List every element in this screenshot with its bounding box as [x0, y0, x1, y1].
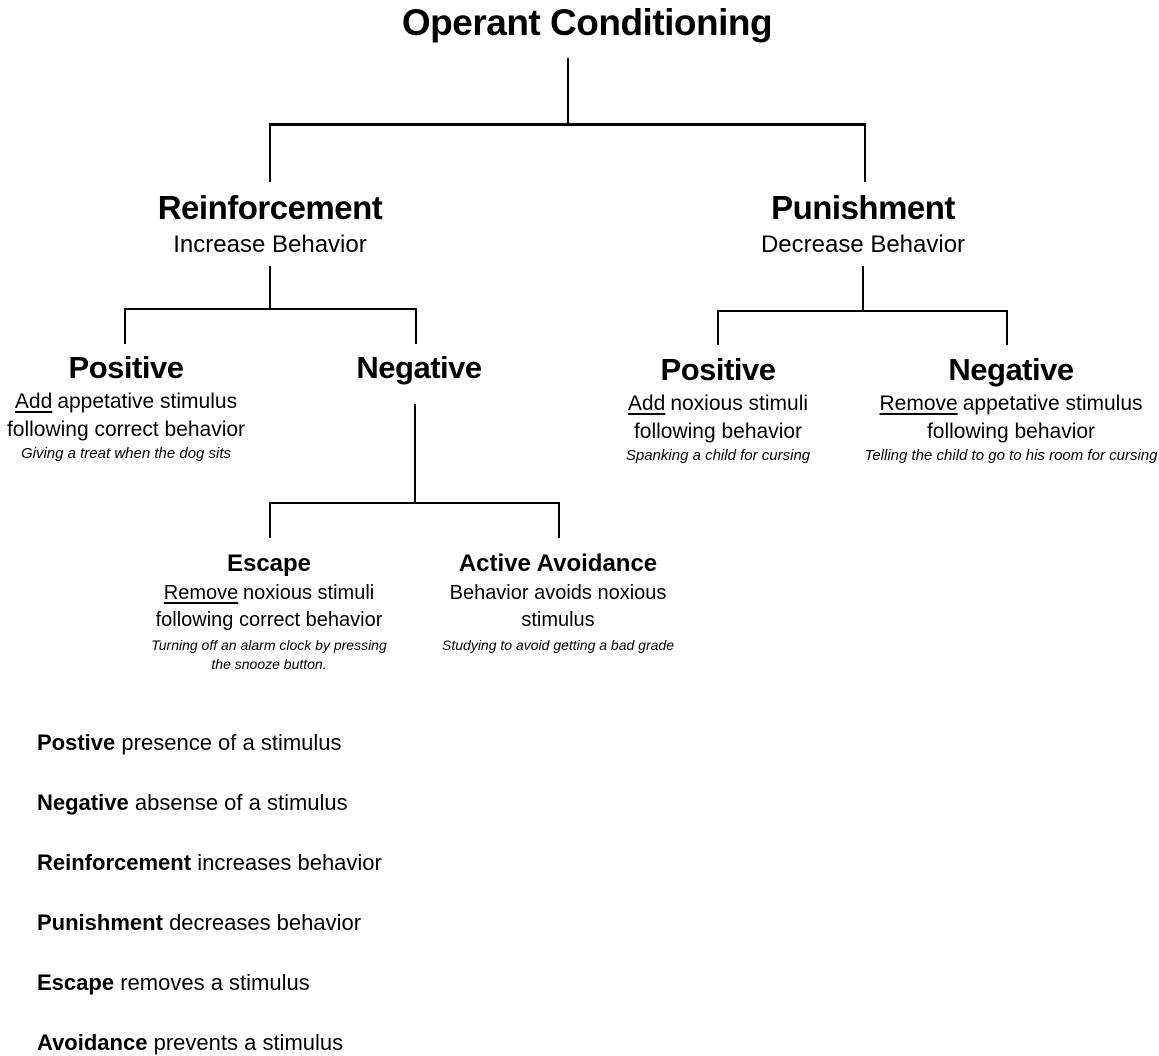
underlined-keyword: Add [627, 392, 666, 415]
active-avoidance-label: Active Avoidance [458, 550, 658, 577]
glossary-term: Reinforcement [37, 850, 192, 875]
glossary-term: Negative [37, 790, 129, 815]
glossary-term: Postive [37, 730, 116, 755]
active-avoidance-description-line2: stimulus [521, 609, 595, 631]
connector-negative-stem [414, 404, 416, 502]
connector-level1-drop-right [864, 123, 866, 182]
node-punishment: Punishment Decrease Behavior [761, 188, 965, 261]
reinforcement-subtitle: Increase Behavior [173, 231, 367, 258]
description-rest: appetative stimulus [57, 390, 238, 413]
connector-punishment-drop-left [717, 310, 719, 345]
active-avoidance-example: Studying to avoid getting a bad grade [442, 637, 674, 653]
diagram-title: Operant Conditioning [401, 2, 773, 43]
node-reinforcement-negative: Negative [356, 348, 482, 388]
negative-label: Negative [356, 350, 482, 385]
connector-level3-horizontal [269, 502, 560, 504]
connector-level3-drop-right [558, 502, 560, 538]
glossary-term: Punishment [37, 910, 163, 935]
glossary-definition: decreases behavior [169, 910, 362, 935]
escape-example-line1: Turning off an alarm clock by pressing [151, 637, 387, 653]
glossary-definition: prevents a stimulus [153, 1030, 344, 1055]
connector-root-stem [567, 58, 569, 124]
underlined-keyword: Remove [879, 392, 958, 415]
connector-reinforcement-drop-right [415, 308, 417, 344]
underlined-keyword: Remove [163, 582, 239, 604]
punishment-subtitle: Decrease Behavior [760, 231, 966, 258]
connector-level3-drop-left [269, 502, 271, 538]
escape-label: Escape [226, 550, 312, 577]
escape-description-line2: following correct behavior [155, 609, 383, 631]
positive-label: Positive [660, 352, 776, 387]
positive-description-line2: following behavior [633, 420, 803, 443]
node-reinforcement: Reinforcement Increase Behavior [158, 188, 383, 261]
connector-punishment-horizontal [717, 310, 1008, 312]
positive-example: Spanking a child for cursing [625, 447, 811, 464]
node-active-avoidance: Active Avoidance Behavior avoids noxious… [442, 548, 674, 655]
glossary-definition: increases behavior [197, 850, 382, 875]
positive-label: Positive [68, 350, 184, 385]
connector-reinforcement-horizontal [124, 308, 417, 310]
negative-description-line2: following behavior [926, 420, 1096, 443]
glossary-definition: absense of a stimulus [134, 790, 348, 815]
glossary-term: Escape [37, 970, 115, 995]
description-rest: noxious stimuli [243, 582, 375, 604]
connector-reinforcement-stem [269, 266, 271, 308]
connector-reinforcement-drop-left [124, 308, 126, 344]
punishment-label: Punishment [771, 189, 955, 226]
glossary-definition: removes a stimulus [120, 970, 310, 995]
glossary-term: Avoidance [37, 1030, 148, 1055]
connector-level1-horizontal [269, 123, 866, 126]
active-avoidance-description-line1: Behavior avoids noxious [449, 582, 667, 604]
positive-description-line2: following correct behavior [6, 418, 246, 441]
negative-example: Telling the child to go to his room for … [864, 447, 1158, 464]
positive-example: Giving a treat when the dog sits [20, 445, 232, 462]
connector-punishment-drop-right [1006, 310, 1008, 345]
description-rest: appetative stimulus [962, 392, 1143, 415]
description-rest: noxious stimuli [670, 392, 809, 415]
negative-label: Negative [948, 352, 1074, 387]
escape-example-line2: the snooze button. [211, 656, 327, 672]
connector-level1-drop-left [269, 123, 271, 182]
reinforcement-label: Reinforcement [157, 189, 383, 226]
connector-punishment-stem [862, 266, 864, 310]
underlined-keyword: Add [14, 390, 53, 413]
glossary-definition: presence of a stimulus [121, 730, 342, 755]
